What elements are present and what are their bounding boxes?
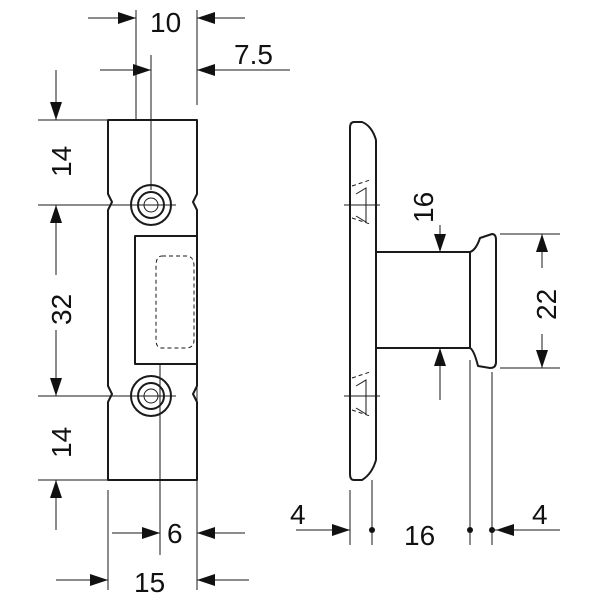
front-view-plate	[107, 119, 198, 481]
top-screw-hole	[126, 184, 176, 226]
extension-lines-left	[38, 10, 198, 590]
shaft	[376, 251, 471, 349]
plate-profile	[349, 121, 377, 481]
dim-head-height: 16	[408, 192, 439, 223]
dimension-arrows-left	[50, 12, 290, 586]
side-view	[344, 121, 497, 481]
dim-slot-width: 6	[167, 518, 183, 549]
bottom-countersink	[344, 371, 380, 417]
hidden-recess	[155, 255, 195, 349]
dim-head-diameter: 22	[531, 289, 562, 320]
extension-lines-right	[349, 230, 560, 545]
head	[469, 233, 497, 369]
dim-overall-width: 15	[134, 567, 165, 598]
plate-outline	[107, 119, 198, 481]
dim-offset: 7.5	[234, 39, 273, 70]
top-countersink	[344, 179, 380, 225]
dim-top-width: 10	[150, 7, 181, 38]
dim-shaft-length: 16	[404, 520, 435, 551]
dim-top-height: 14	[46, 146, 77, 177]
center-slot	[134, 235, 198, 365]
dim-bottom-height: 14	[46, 427, 77, 458]
bottom-screw-hole	[126, 375, 176, 417]
dimension-arrows-right	[296, 225, 560, 536]
dim-plate-thickness: 4	[290, 499, 306, 530]
dim-head-thickness: 4	[532, 499, 548, 530]
dim-center-span: 32	[46, 294, 77, 325]
